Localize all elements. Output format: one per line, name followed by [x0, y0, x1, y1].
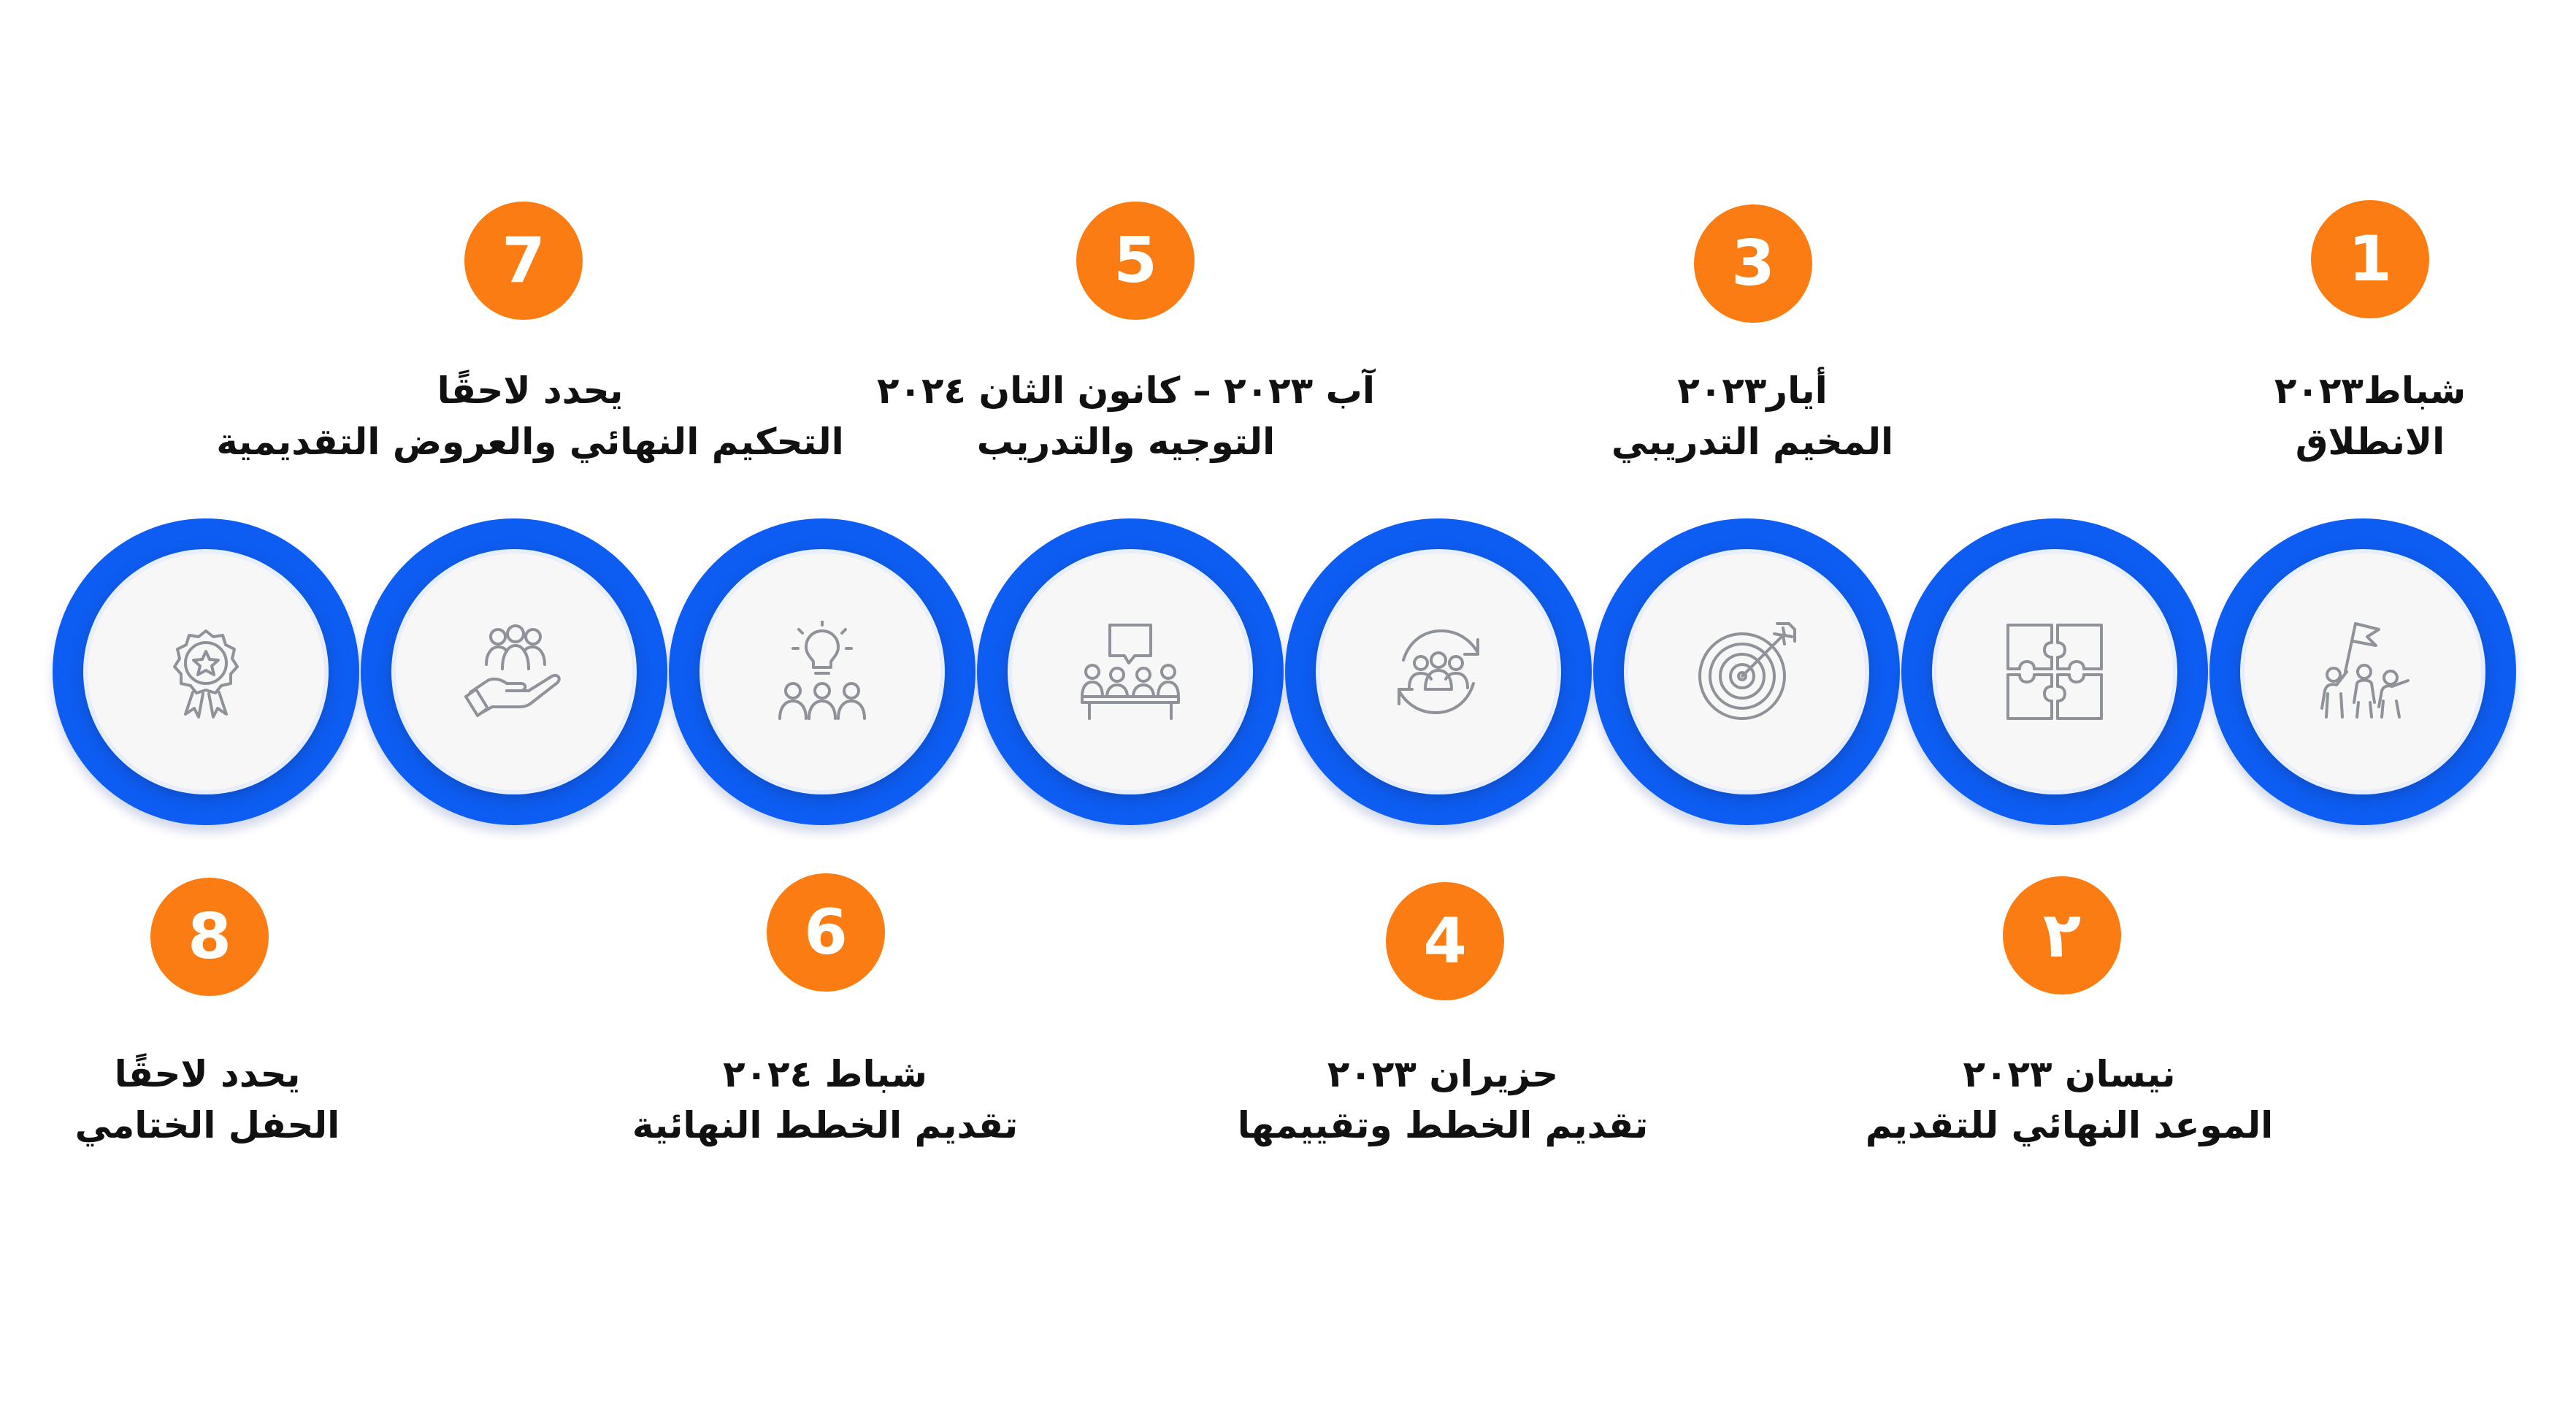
award-badge-icon	[155, 621, 257, 723]
ring-inner	[396, 553, 632, 790]
stage-title: المخيم التدريبي	[1611, 421, 1894, 463]
stage-2-ring	[1901, 518, 2208, 825]
ring-inner	[2245, 553, 2481, 790]
stage-6-number-badge: 6	[767, 873, 885, 992]
stage-title: تقديم الخطط وتقييمها	[1237, 1104, 1649, 1146]
stage-title: الموعد النهائي للتقديم	[1865, 1104, 2274, 1146]
stage-7-ring	[361, 518, 667, 825]
stage-date: أيار٢٠٢٣	[1677, 369, 1828, 412]
stage-date: يحدد لاحقًا	[114, 1053, 301, 1095]
stage-date: شباط ٢٠٢٤	[723, 1053, 927, 1095]
stage-7-label: يحدد لاحقًا التحكيم النهائي والعروض التق…	[165, 365, 895, 467]
stage-date: نيسان ٢٠٢٣	[1963, 1053, 2176, 1095]
hand-team-icon	[463, 621, 565, 723]
target-icon	[1695, 621, 1798, 723]
stage-3-label: أيار٢٠٢٣ المخيم التدريبي	[1497, 365, 2008, 467]
stage-date: آب ٢٠٢٣ – كانون الثان ٢٠٢٤	[876, 369, 1375, 412]
ring-inner	[1320, 553, 1557, 790]
stage-title: الانطلاق	[2295, 421, 2445, 463]
stage-3-number-badge: 3	[1694, 204, 1812, 323]
stage-1-number-badge: 1	[2311, 200, 2429, 318]
stage-3-ring	[1593, 518, 1900, 825]
stage-8-ring	[53, 518, 359, 825]
stage-1-ring	[2209, 518, 2516, 825]
stage-5-label: آب ٢٠٢٣ – كانون الثان ٢٠٢٤ التوجيه والتد…	[856, 365, 1396, 467]
stage-6-ring	[669, 518, 975, 825]
stage-4-ring	[1285, 518, 1592, 825]
stage-7-number-badge: 7	[464, 202, 583, 320]
stage-date: يحدد لاحقًا	[437, 369, 624, 412]
idea-team-icon	[771, 621, 873, 723]
stage-title: تقديم الخطط النهائية	[632, 1104, 1019, 1146]
stage-date: حزيران ٢٠٢٣	[1327, 1053, 1559, 1095]
stage-6-label: شباط ٢٠٢٤ تقديم الخطط النهائية	[570, 1049, 1081, 1151]
stage-title: التوجيه والتدريب	[976, 421, 1276, 463]
ring-inner	[1936, 553, 2173, 790]
stage-date: شباط٢٠٢٣	[2274, 369, 2466, 412]
stage-2-number-badge: ٢	[2003, 876, 2121, 995]
stage-title: الحفل الختامي	[74, 1104, 340, 1146]
ring-inner	[1012, 553, 1249, 790]
stage-2-label: نيسان ٢٠٢٣ الموعد النهائي للتقديم	[1777, 1049, 2361, 1151]
flag-team-icon	[2312, 621, 2414, 723]
team-cycle-icon	[1387, 621, 1490, 723]
stage-4-number-badge: 4	[1386, 882, 1504, 1000]
stage-1-label: شباط٢٠٢٣ الانطلاق	[2115, 365, 2576, 467]
ring-inner	[704, 553, 940, 790]
stage-5-ring	[977, 518, 1284, 825]
stage-4-label: حزيران ٢٠٢٣ تقديم الخطط وتقييمها	[1187, 1049, 1698, 1151]
puzzle-icon	[2004, 621, 2106, 723]
stage-8-label: يحدد لاحقًا الحفل الختامي	[25, 1049, 390, 1151]
stage-5-number-badge: 5	[1076, 202, 1195, 320]
ring-inner	[1628, 553, 1865, 790]
meeting-icon	[1079, 621, 1181, 723]
stage-title: التحكيم النهائي والعروض التقديمية	[216, 421, 844, 463]
ring-inner	[88, 553, 324, 790]
stage-8-number-badge: 8	[150, 878, 269, 996]
